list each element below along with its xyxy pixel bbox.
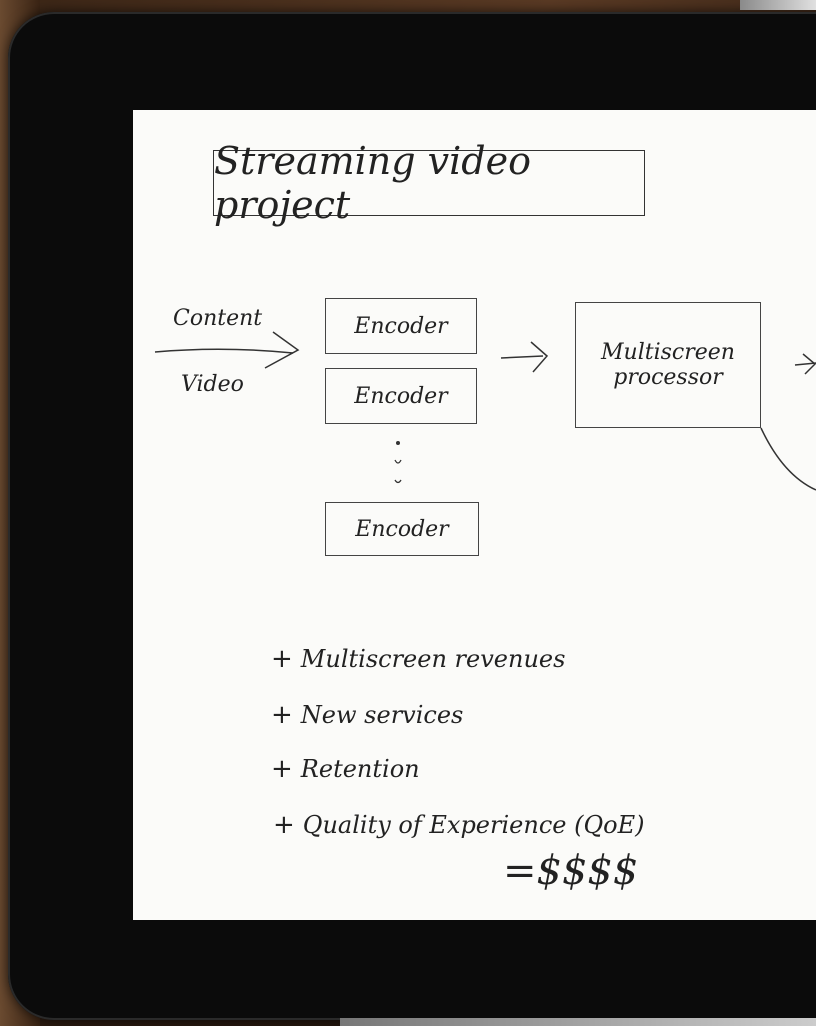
encoder-box: Encoder (325, 502, 479, 556)
input-arrow-line (154, 348, 294, 354)
encoder-box: Encoder (325, 368, 477, 424)
encoder-label: Encoder (354, 313, 448, 339)
output-arrow-line (794, 362, 816, 366)
title-box: Streaming video project (213, 139, 645, 227)
continuation-dot (396, 441, 400, 445)
plus-icon: + (271, 754, 293, 784)
benefit-text: New services (300, 701, 464, 729)
benefit-text: Quality of Experience (QoE) (302, 811, 645, 839)
input-arrow-head (264, 331, 300, 369)
encoder-arrow-line (500, 355, 544, 359)
continuation-dot (394, 459, 402, 464)
multiscreen-processor-box: Multiscreen processor (575, 302, 761, 428)
benefit-item: +Retention (271, 754, 420, 784)
processor-label-line2: processor (613, 365, 723, 390)
encoder-label: Encoder (355, 516, 449, 542)
benefit-text: Multiscreen revenues (300, 645, 566, 673)
output-arrow-head (802, 353, 816, 375)
benefit-item: +New services (271, 700, 463, 730)
processor-label-line1: Multiscreen (601, 340, 735, 365)
diagram-arrows (154, 331, 816, 491)
content-label: Content (173, 306, 263, 331)
page-title: Streaming video project (214, 139, 531, 227)
video-label: Video (181, 372, 244, 397)
plus-icon: + (271, 644, 293, 674)
plus-icon: + (271, 700, 293, 730)
background-highlight (740, 0, 816, 10)
plus-icon: + (273, 810, 295, 840)
encoder-box: Encoder (325, 298, 477, 354)
benefit-item: +Quality of Experience (QoE) (273, 810, 644, 840)
benefit-item: +Multiscreen revenues (271, 644, 565, 674)
benefit-text: Retention (300, 755, 420, 783)
device-bottom-edge (340, 1018, 816, 1026)
total-value: =$$$$ (503, 848, 639, 894)
continuation-dot (394, 479, 402, 484)
encoder-label: Encoder (354, 383, 448, 409)
encoder-arrow-head (530, 341, 549, 373)
diagonal-output-line (760, 427, 816, 491)
whiteboard-screen: Streaming video project Content Video En… (133, 110, 816, 920)
